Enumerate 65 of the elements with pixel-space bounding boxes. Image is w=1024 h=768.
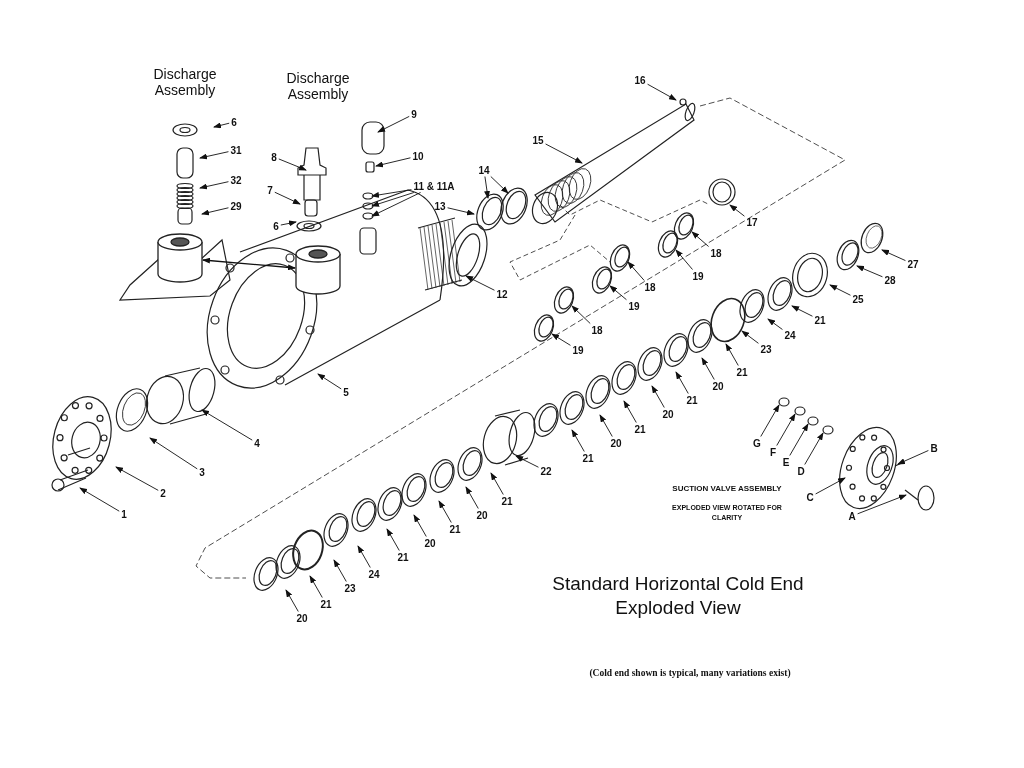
callout-number: 21	[581, 452, 595, 464]
callout-number: 14	[477, 164, 491, 176]
callout-number: 11 & 11A	[412, 180, 456, 192]
callout-number: 19	[691, 270, 705, 282]
callout-number: 6	[272, 220, 280, 232]
callout-number: 20	[423, 537, 437, 549]
callout-number: 21	[813, 314, 827, 326]
callout-number: 21	[396, 551, 410, 563]
callout-number: 1	[120, 508, 128, 520]
callout-number: 20	[609, 437, 623, 449]
callout-number: 21	[448, 523, 462, 535]
callout-number: 9	[410, 108, 418, 120]
callout-number: 18	[709, 247, 723, 259]
assembly-heading: Discharge Assembly	[152, 66, 218, 98]
assembly-heading: SUCTION VALVE ASSEMBLY	[672, 484, 782, 493]
callout-number: F	[768, 446, 778, 458]
callout-number: G	[752, 437, 762, 449]
callout-number: A	[847, 510, 857, 522]
callout-number: D	[796, 465, 806, 477]
callout-number: 32	[229, 174, 243, 186]
caption-text: (Cold end shown is typical, many variations exist)	[589, 668, 791, 678]
callout-number: 28	[883, 274, 897, 286]
callout-number: 24	[367, 568, 381, 580]
callout-number: 21	[685, 394, 699, 406]
callout-number: 2	[159, 487, 167, 499]
callout-number: 21	[735, 366, 749, 378]
callout-number: 21	[319, 598, 333, 610]
callout-number: 12	[495, 288, 509, 300]
callout-number: 19	[627, 300, 641, 312]
callout-number: 15	[531, 134, 545, 146]
callout-number: 18	[590, 324, 604, 336]
callout-number: 8	[270, 151, 278, 163]
callout-number: 31	[229, 144, 243, 156]
callout-number: 19	[571, 344, 585, 356]
callout-number: 25	[851, 293, 865, 305]
callout-number: 20	[711, 380, 725, 392]
callout-number: 20	[295, 612, 309, 624]
callout-number: 21	[633, 423, 647, 435]
assembly-heading: Discharge Assembly	[285, 70, 351, 102]
callout-number: 21	[500, 495, 514, 507]
callout-number: 20	[661, 408, 675, 420]
callout-number: 7	[266, 184, 274, 196]
callout-number: 3	[198, 466, 206, 478]
callout-number: 24	[783, 329, 797, 341]
callout-number: 10	[411, 150, 425, 162]
callout-number: 13	[433, 200, 447, 212]
callout-number: 27	[906, 258, 920, 270]
discharge-housing	[157, 233, 203, 283]
callout-number: 17	[745, 216, 759, 228]
double-arrow	[202, 257, 296, 271]
callout-number: 18	[643, 281, 657, 293]
callout-number: 5	[342, 386, 350, 398]
callout-number: E	[781, 456, 791, 468]
callout-number: 20	[475, 509, 489, 521]
callout-number: B	[929, 442, 939, 454]
callout-number: 29	[229, 200, 243, 212]
callout-number: 4	[253, 437, 261, 449]
callout-number: 16	[633, 74, 647, 86]
callout-number: 23	[343, 582, 357, 594]
diagram-title: Standard Horizontal Cold End Exploded View	[551, 572, 805, 620]
callout-number: 22	[539, 465, 553, 477]
callout-number: 23	[759, 343, 773, 355]
callout-number: 6	[230, 116, 238, 128]
discharge-port	[295, 245, 341, 295]
callout-number: C	[805, 491, 815, 503]
